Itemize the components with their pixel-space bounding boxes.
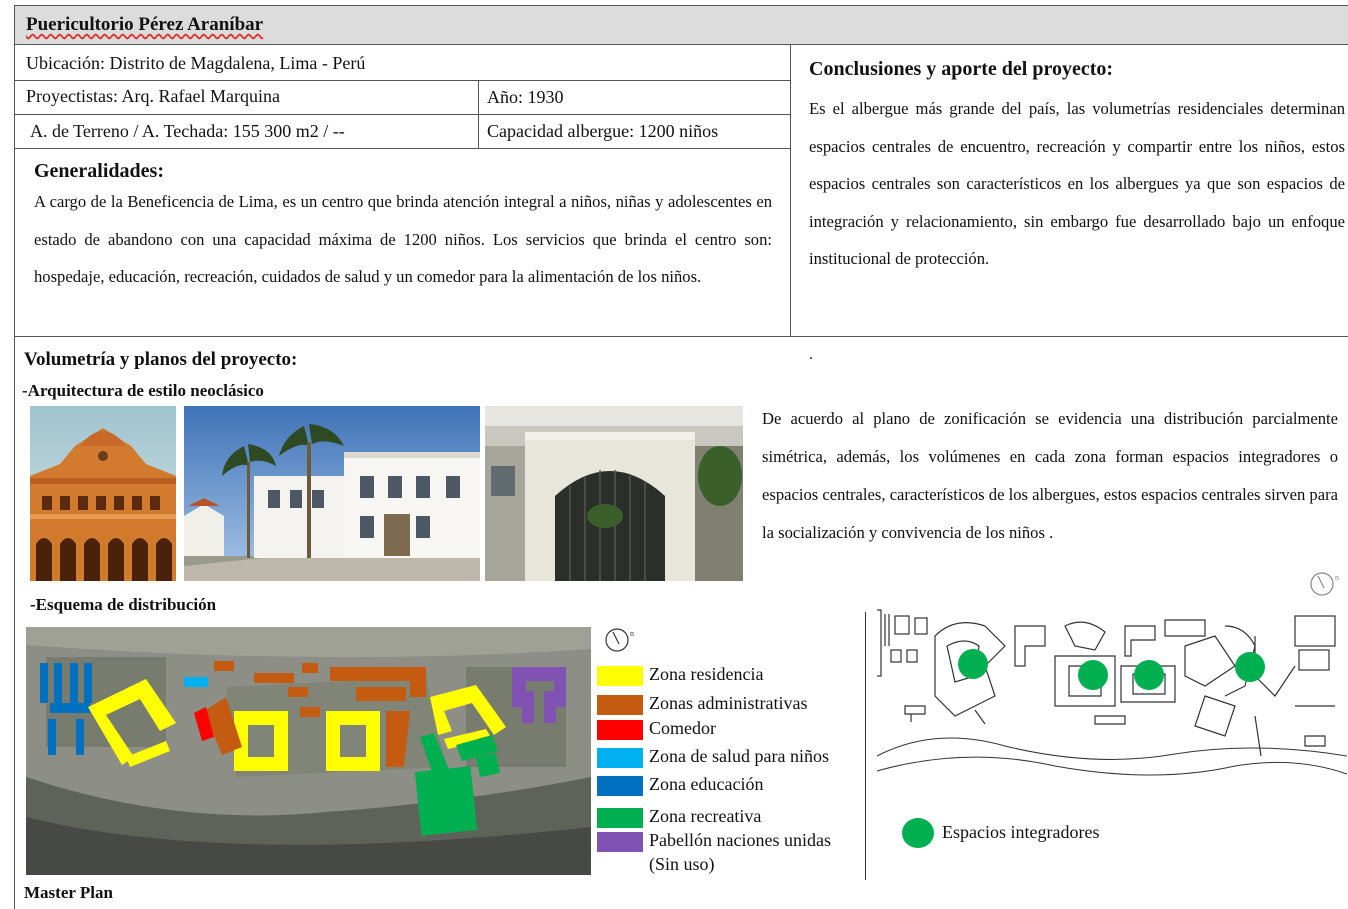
year-text: Año: 1930 (487, 87, 564, 107)
svg-text:n: n (630, 629, 634, 638)
legend-label: Zona recreativa (649, 806, 762, 826)
generalities-heading: Generalidades: (34, 160, 164, 182)
capacity-text: Capacidad albergue: 1200 niños (487, 121, 719, 141)
plan-divider (865, 612, 866, 880)
legend-swatch (597, 666, 643, 686)
designers-text: Proyectistas: Arq. Rafael Marquina (26, 86, 280, 106)
stray-dot: . (809, 346, 813, 363)
photo-neoclassical-facade (30, 406, 176, 581)
legend-label: Comedor (649, 718, 716, 738)
svg-text:n: n (1335, 573, 1339, 582)
location-text: Ubicación: Distrito de Magdalena, Lima -… (26, 53, 366, 73)
site-plan-drawing (875, 606, 1347, 786)
distribution-label: -Esquema de distribución (30, 595, 217, 614)
area-text: A. de Terreno / A. Techada: 155 300 m2 /… (30, 121, 345, 141)
conclusions-text: Es el albergue más grande del país, las … (809, 99, 1345, 268)
integrators-dot-icon (902, 818, 934, 848)
legend-label: Zonas administrativas (649, 693, 808, 713)
integrators-label: Espacios integradores (942, 822, 1100, 842)
volumetry-heading: Volumetría y planos del proyecto: (24, 349, 298, 370)
photo-entrance-gate (485, 406, 743, 581)
conclusions-heading: Conclusiones y aporte del proyecto: (809, 58, 1114, 80)
legend-swatch (597, 748, 643, 768)
legend-label-line2: (Sin uso) (649, 854, 715, 874)
compass-icon-right: n (1308, 570, 1344, 600)
header-bar (14, 6, 1348, 44)
style-label: -Arquitectura de estilo neoclásico (22, 381, 264, 400)
generalities-text: A cargo de la Beneficencia de Lima, es u… (34, 192, 772, 286)
master-plan-aerial (26, 627, 591, 875)
legend-label: Zona residencia (649, 664, 764, 684)
zoning-text: De acuerdo al plano de zonificación se e… (762, 409, 1338, 542)
legend-label: Pabellón naciones unidas (649, 830, 831, 850)
photo-building-palms (184, 406, 480, 581)
legend-label: Zona educación (649, 774, 764, 794)
page-title: Puericultorio Pérez Araníbar (26, 14, 264, 35)
legend-swatch (597, 808, 643, 828)
legend-swatch (597, 832, 643, 852)
master-plan-label: Master Plan (24, 883, 113, 902)
legend-swatch (597, 720, 643, 740)
legend-swatch (597, 776, 643, 796)
legend-swatch (597, 695, 643, 715)
legend-label: Zona de salud para niños (649, 746, 829, 766)
compass-icon: n (603, 626, 639, 656)
